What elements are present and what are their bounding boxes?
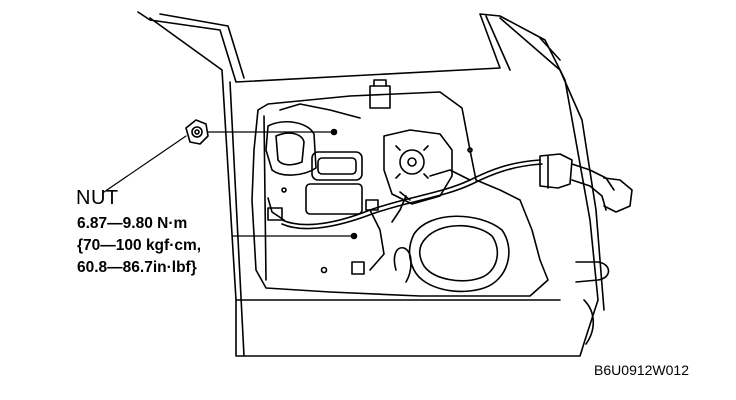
figure-code: B6U0912W012 — [594, 362, 689, 378]
leader-lines — [103, 131, 355, 237]
nut-icon — [185, 119, 209, 145]
torque-spec-nm: 6.87—9.80 N·m — [77, 215, 188, 232]
speaker — [408, 215, 510, 293]
torque-spec-kgf: {70—100 kgf·cm, — [77, 237, 202, 254]
door-connector — [539, 153, 633, 213]
nut-label: NUT — [76, 187, 119, 209]
wiring-harness — [267, 159, 543, 275]
door-frame — [137, 11, 610, 357]
top-bracket — [279, 79, 391, 119]
service-holes — [265, 121, 453, 283]
inner-panel — [251, 91, 549, 297]
torque-spec-inlbf: 60.8—86.7in·lbf} — [77, 259, 197, 276]
regulator-gear — [395, 145, 429, 179]
mounting-points — [281, 128, 473, 274]
